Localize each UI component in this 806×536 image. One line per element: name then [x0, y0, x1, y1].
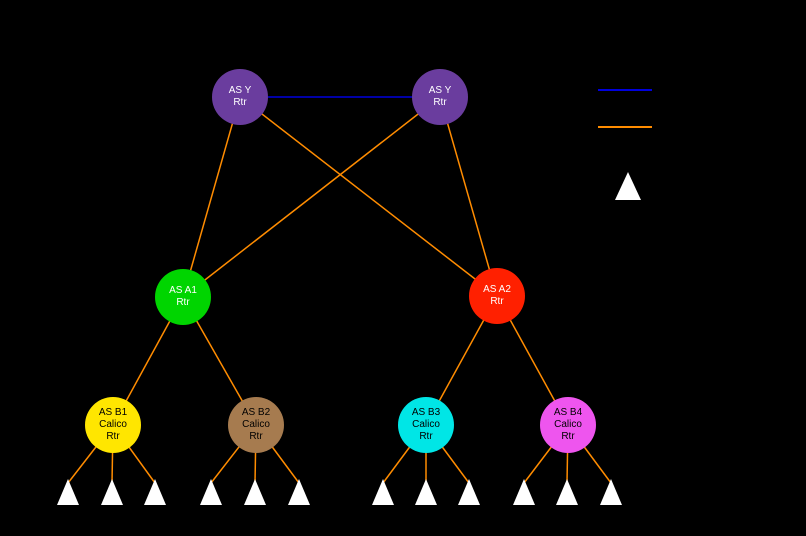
router-label: AS B2 Calico Rtr — [241, 407, 271, 442]
router-as-b4-calico: AS B4 Calico Rtr — [540, 397, 596, 453]
router-as-b1-calico: AS B1 Calico Rtr — [85, 397, 141, 453]
host-triangle — [57, 479, 79, 505]
router-label: AS B4 Calico Rtr — [553, 407, 583, 442]
router-label: AS B3 Calico Rtr — [411, 407, 441, 442]
router-as-y-2: AS Y Rtr — [412, 69, 468, 125]
host-triangle — [288, 479, 310, 505]
ebgp-links — [67, 96, 612, 484]
host-triangle — [600, 479, 622, 505]
link-y1-a1 — [182, 96, 241, 298]
host-triangle — [144, 479, 166, 505]
router-as-a1: AS A1 Rtr — [155, 269, 211, 325]
router-as-a2: AS A2 Rtr — [469, 268, 525, 324]
host-triangle — [458, 479, 480, 505]
host-triangle — [244, 479, 266, 505]
host-triangle — [415, 479, 437, 505]
router-label: AS A1 Rtr — [169, 285, 197, 308]
legend-host-triangle — [615, 172, 641, 200]
link-y1-a2 — [239, 96, 498, 297]
router-label: AS Y Rtr — [428, 85, 452, 108]
link-y2-a1 — [182, 96, 441, 298]
router-as-b2-calico: AS B2 Calico Rtr — [228, 397, 284, 453]
router-label: AS B1 Calico Rtr — [98, 407, 128, 442]
host-triangle — [101, 479, 123, 505]
legend — [598, 89, 652, 200]
router-as-y-1: AS Y Rtr — [212, 69, 268, 125]
link-y2-a2 — [439, 96, 498, 297]
host-triangle — [200, 479, 222, 505]
host-triangle — [372, 479, 394, 505]
host-triangle — [556, 479, 578, 505]
host-triangle — [513, 479, 535, 505]
router-as-b3-calico: AS B3 Calico Rtr — [398, 397, 454, 453]
router-label: AS A2 Rtr — [483, 284, 511, 307]
host-triangles — [57, 479, 622, 505]
router-label: AS Y Rtr — [228, 85, 252, 108]
